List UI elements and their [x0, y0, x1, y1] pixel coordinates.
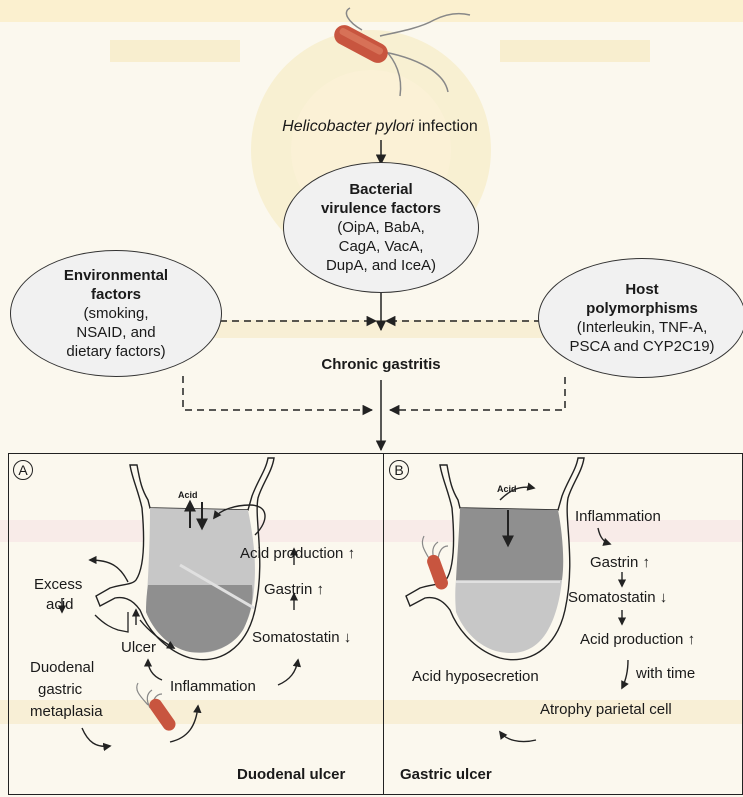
- panel-a-duodenal-line2: gastric: [38, 680, 82, 699]
- panel-b-gastrin: Gastrin ↑: [590, 553, 650, 572]
- panel-a-caption: Duodenal ulcer: [237, 765, 345, 784]
- panel-a-ulcer: Ulcer: [121, 638, 156, 657]
- panel-a-somatostatin: Somatostatin ↓: [252, 628, 351, 647]
- panel-b-caption: Gastric ulcer: [400, 765, 492, 784]
- panel-b-atrophy: Atrophy parietal cell: [540, 700, 672, 719]
- panel-a-duodenal-line3: metaplasia: [30, 702, 103, 721]
- panel-a-acid-label: Acid: [178, 490, 198, 501]
- bacterium-b-icon: [422, 536, 449, 591]
- panel-b-acid-production: Acid production ↑: [580, 630, 695, 649]
- panel-b-acid-label: Acid: [497, 484, 517, 495]
- panel-b-inflammation: Inflammation: [575, 507, 661, 526]
- panel-a-acid-production: Acid production ↑: [240, 544, 355, 563]
- panel-a-excess-line2: acid: [46, 595, 74, 614]
- panel-a-gastrin: Gastrin ↑: [264, 580, 324, 599]
- panel-a-excess-line1: Excess: [34, 575, 82, 594]
- panel-b-hyposecretion: Acid hyposecretion: [412, 667, 539, 686]
- panel-a-duodenal-line1: Duodenal: [30, 658, 94, 677]
- panel-a-inflammation: Inflammation: [170, 677, 256, 696]
- panel-b-somatostatin: Somatostatin ↓: [568, 588, 667, 607]
- panel-b-with-time: with time: [636, 664, 695, 683]
